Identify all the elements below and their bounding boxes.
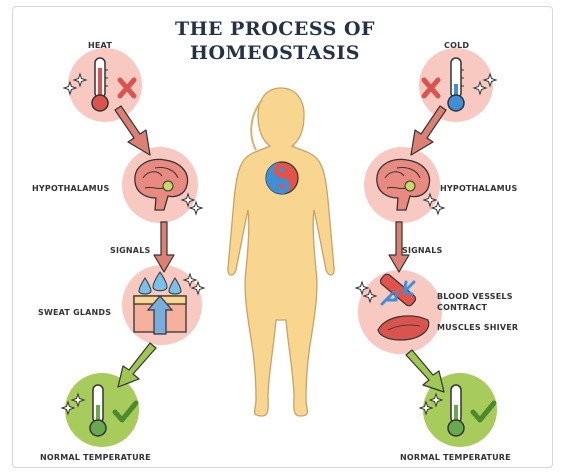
label-left-hypothalamus: HYPOTHALAMUS	[32, 184, 110, 193]
blood-muscle-circle	[358, 270, 442, 354]
label-blood-vessels: BLOOD VESSELS	[437, 292, 513, 301]
human-body-icon	[227, 87, 335, 417]
blood-vessel-icon	[379, 273, 417, 307]
sweat-glands-icon	[133, 271, 187, 335]
title-line-1: THE PROCESS OF	[174, 18, 376, 40]
label-left-signals: SIGNALS	[110, 246, 151, 255]
arrow-sweat-to-normal	[117, 342, 157, 388]
arrow-brain-to-sweat	[153, 221, 175, 273]
label-right-hypothalamus: HYPOTHALAMUS	[440, 184, 518, 193]
label-contract: CONTRACT	[437, 303, 488, 312]
check-mark-icon	[470, 400, 497, 423]
title-line-2: HOMEOSTASIS	[190, 42, 360, 64]
frame	[12, 6, 553, 468]
brain-icon	[134, 158, 189, 211]
arrow-cold-to-brain	[410, 105, 447, 156]
yin-yang-icon	[265, 161, 299, 195]
arrow-heat-to-brain	[114, 105, 151, 156]
label-right-normal-temperature: NORMAL TEMPERATURE	[400, 453, 511, 462]
thermometer-hot-icon	[91, 57, 109, 112]
label-left-normal-temperature: NORMAL TEMPERATURE	[40, 453, 151, 462]
label-right-signals: SIGNALS	[402, 246, 443, 255]
arrow-brain-to-response	[388, 221, 410, 273]
x-mark-icon	[421, 77, 441, 99]
label-sweat-glands: SWEAT GLANDS	[38, 308, 112, 317]
brain-icon	[376, 158, 431, 211]
arrow-response-to-normal	[405, 349, 445, 393]
thermometer-check-icon	[447, 384, 465, 437]
label-heat: HEAT	[88, 41, 112, 50]
check-mark-icon	[112, 400, 139, 423]
label-muscles-shiver: MUSCLES SHIVER	[437, 323, 519, 332]
label-cold: COLD	[444, 41, 470, 50]
thermometer-check-icon	[89, 384, 107, 437]
thermometer-cold-icon	[447, 57, 465, 112]
muscle-icon	[377, 315, 430, 341]
x-mark-icon	[117, 77, 137, 99]
